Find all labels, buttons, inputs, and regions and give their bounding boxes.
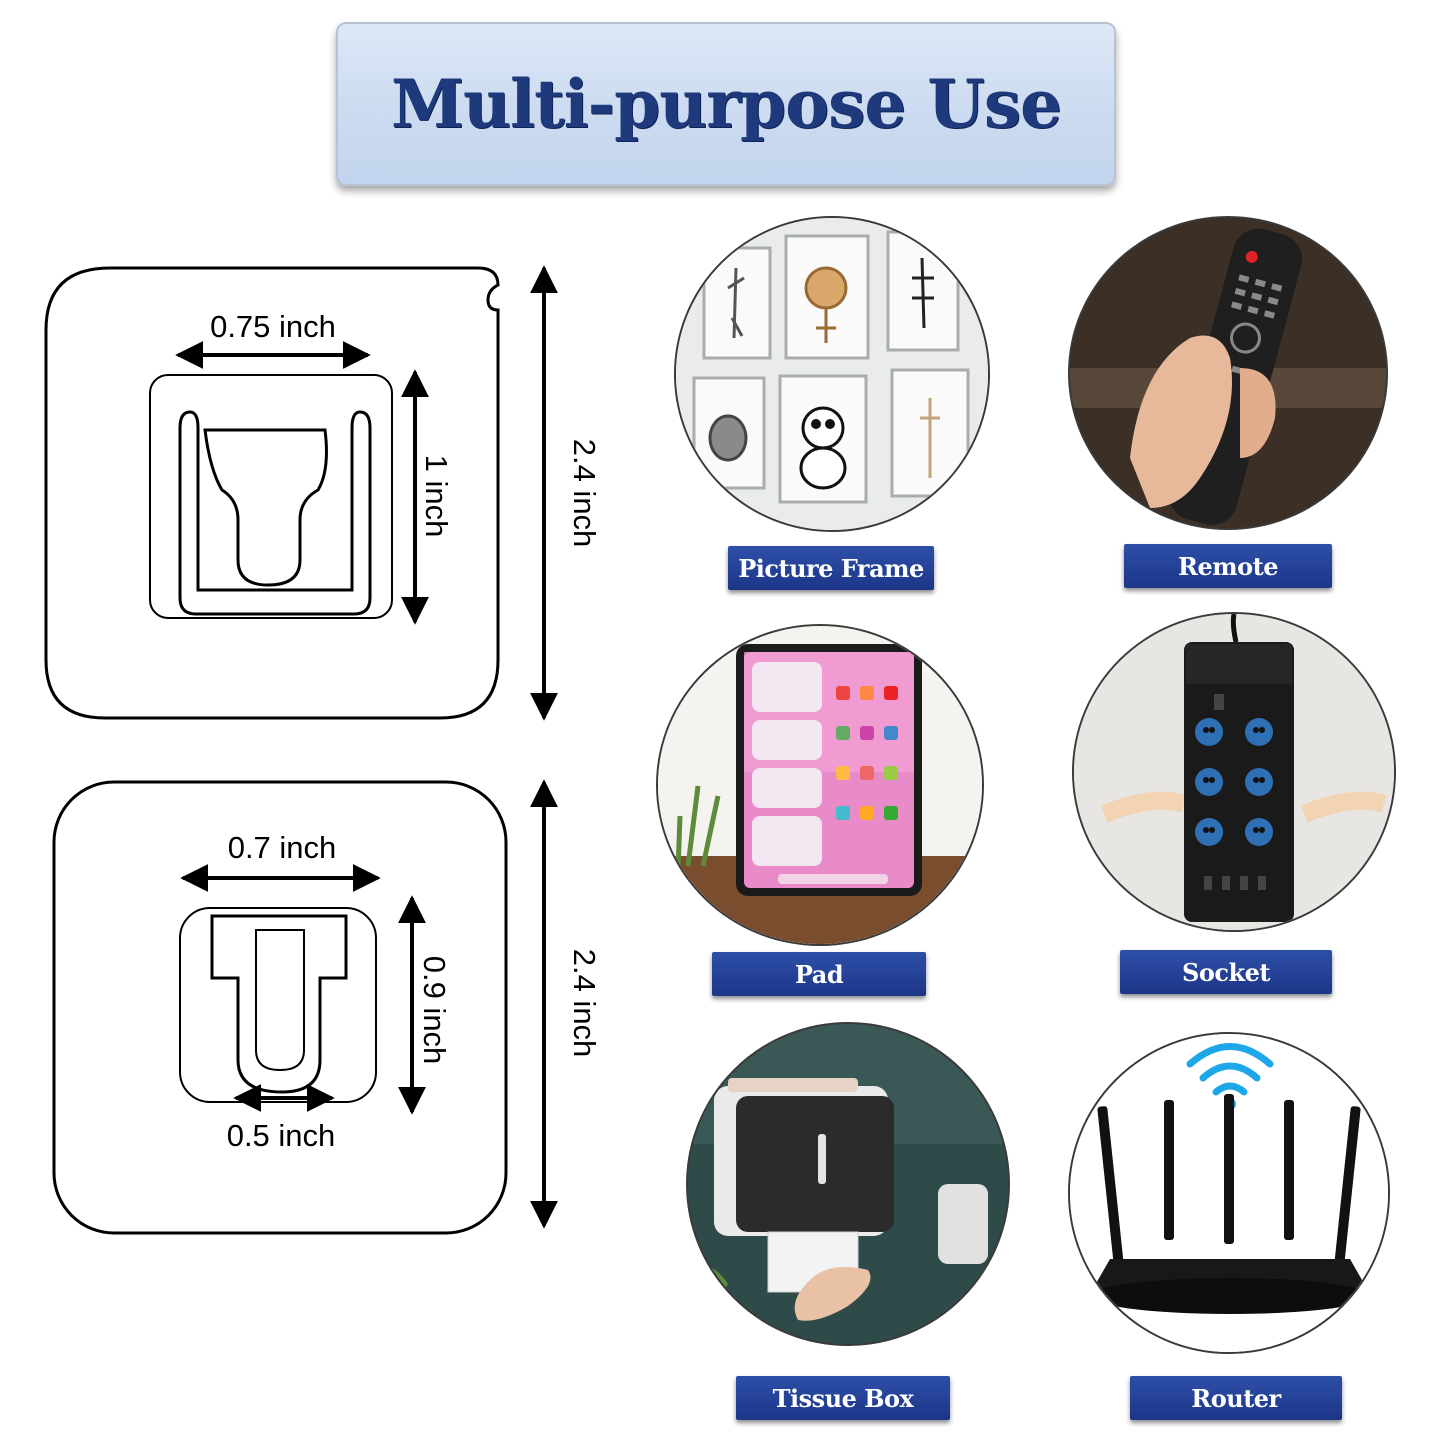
small-bottom-width-label: 0.5 inch xyxy=(227,1118,336,1153)
router-image xyxy=(1068,1032,1390,1354)
label-socket: Socket xyxy=(1120,950,1332,994)
picture-frames-image xyxy=(674,216,990,532)
large-pad-height-label: 2.4 inch xyxy=(567,439,602,548)
large-height-label: 1 inch xyxy=(419,455,454,538)
small-hook-slot xyxy=(255,929,305,1072)
remote-control-image xyxy=(1068,216,1388,530)
label-picture-frame: Picture Frame xyxy=(728,546,934,590)
large-hook-frame xyxy=(178,410,372,616)
large-hook-diagram: 0.75 inch 1 inch 2.4 inch xyxy=(44,265,602,721)
label-pad: Pad xyxy=(712,952,926,996)
page-title: Multi-purpose Use xyxy=(391,65,1062,143)
large-hook-slot xyxy=(203,428,328,587)
label-remote: Remote xyxy=(1124,544,1332,588)
wifi-icon xyxy=(1186,1043,1274,1096)
small-height-label: 0.9 inch xyxy=(417,956,452,1065)
large-width-label: 0.75 inch xyxy=(210,309,336,344)
tablet-image xyxy=(656,624,984,946)
small-hook-diagram: 0.7 inch 0.9 inch 0.5 inch 2.4 inch xyxy=(52,779,602,1235)
label-router: Router xyxy=(1130,1376,1342,1420)
title-banner: Multi-purpose Use xyxy=(336,22,1116,186)
hook-dimension-diagrams: 0.75 inch 1 inch 2.4 inch 0.7 inch 0.9 i… xyxy=(44,265,602,1235)
power-strip-image xyxy=(1072,612,1396,932)
label-tissue-box: Tissue Box xyxy=(736,1376,950,1420)
tissue-box-image xyxy=(686,1022,1010,1346)
small-pad-height-label: 2.4 inch xyxy=(567,949,602,1058)
small-width-label: 0.7 inch xyxy=(228,830,337,865)
